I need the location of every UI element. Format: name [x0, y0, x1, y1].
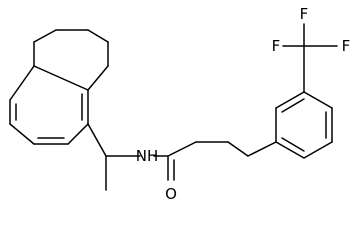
molecule-structure-diagram: NH O F F F — [9, 5, 351, 203]
bond — [87, 65, 109, 91]
aromatic-ring-right — [247, 91, 333, 159]
bond — [275, 141, 305, 159]
bond — [9, 65, 35, 101]
bond — [67, 123, 89, 145]
bond — [9, 123, 35, 145]
bond — [275, 91, 305, 109]
atom-label-fluorine: F — [300, 5, 309, 23]
bond — [227, 141, 249, 157]
atom-label-nitrogen: NH — [136, 147, 159, 165]
aromatic-ring-left — [9, 65, 89, 145]
double-bond-inner — [281, 137, 305, 152]
bond — [87, 29, 109, 43]
atom-label-fluorine: F — [272, 37, 281, 55]
atom-label-oxygen: O — [165, 185, 177, 203]
bond — [303, 91, 333, 109]
atom-label-fluorine: F — [342, 37, 351, 55]
bond — [87, 123, 107, 157]
bond — [303, 141, 333, 159]
saturated-ring — [33, 29, 109, 91]
bond — [167, 141, 197, 157]
bond — [247, 141, 277, 157]
trifluoromethyl-group — [282, 23, 338, 93]
propanamide-chain — [167, 141, 249, 181]
bond — [33, 65, 89, 91]
ethyl-amine-linker — [87, 123, 169, 191]
double-bond-inner — [281, 98, 305, 113]
bond — [33, 29, 57, 43]
